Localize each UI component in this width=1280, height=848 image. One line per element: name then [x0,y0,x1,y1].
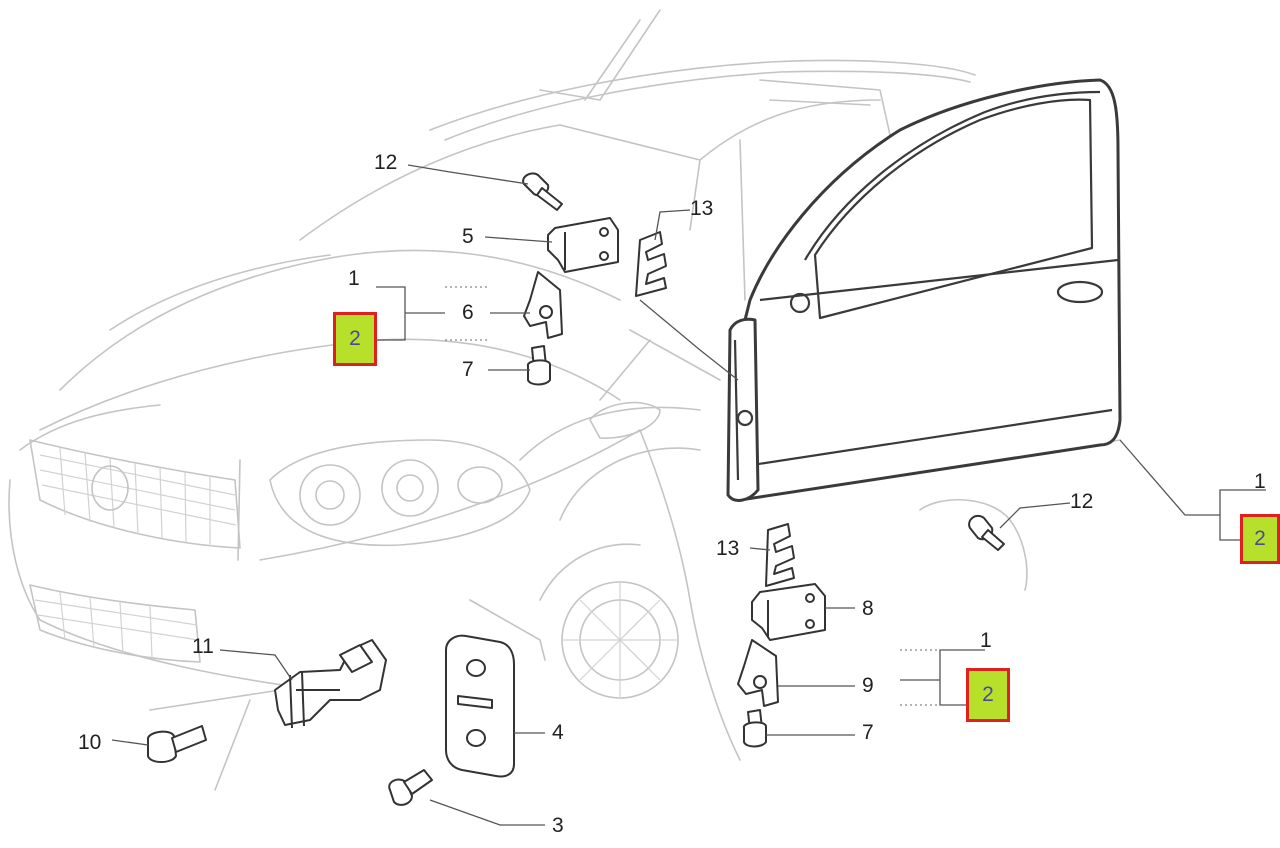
callout-2-top: 2 [349,327,361,350]
car-body-sketch [8,9,1121,791]
callout-13-mid: 13 [716,537,740,560]
callout-8: 8 [862,597,874,620]
leader-lines [111,164,1266,826]
callout-12-right: 12 [1070,490,1094,513]
callout-6: 6 [462,301,474,324]
lower-hinge-parts [737,514,1005,748]
callout-1-top: 1 [348,267,360,290]
callout-7-bottom: 7 [862,721,874,744]
callout-13-top: 13 [690,197,714,220]
callout-2-top-highlight[interactable]: 2 [333,312,377,366]
callout-5: 5 [462,225,474,248]
callout-2-right-highlight[interactable]: 2 [1240,514,1280,564]
callout-2-bottom: 2 [982,683,994,706]
callout-7-top: 7 [462,358,474,381]
callout-3: 3 [552,814,564,837]
callout-11: 11 [192,635,214,658]
door-check-parts [147,634,515,806]
front-door [726,78,1122,502]
callout-2-right: 2 [1254,527,1266,550]
callout-4: 4 [552,721,564,744]
callout-9: 9 [862,674,874,697]
upper-hinge-parts [522,172,667,386]
callout-10: 10 [78,731,102,754]
callout-1-right: 1 [1254,470,1266,493]
callout-12-top: 12 [374,151,398,174]
callout-2-bottom-highlight[interactable]: 2 [966,668,1010,722]
callout-1-bottom: 1 [980,629,992,652]
